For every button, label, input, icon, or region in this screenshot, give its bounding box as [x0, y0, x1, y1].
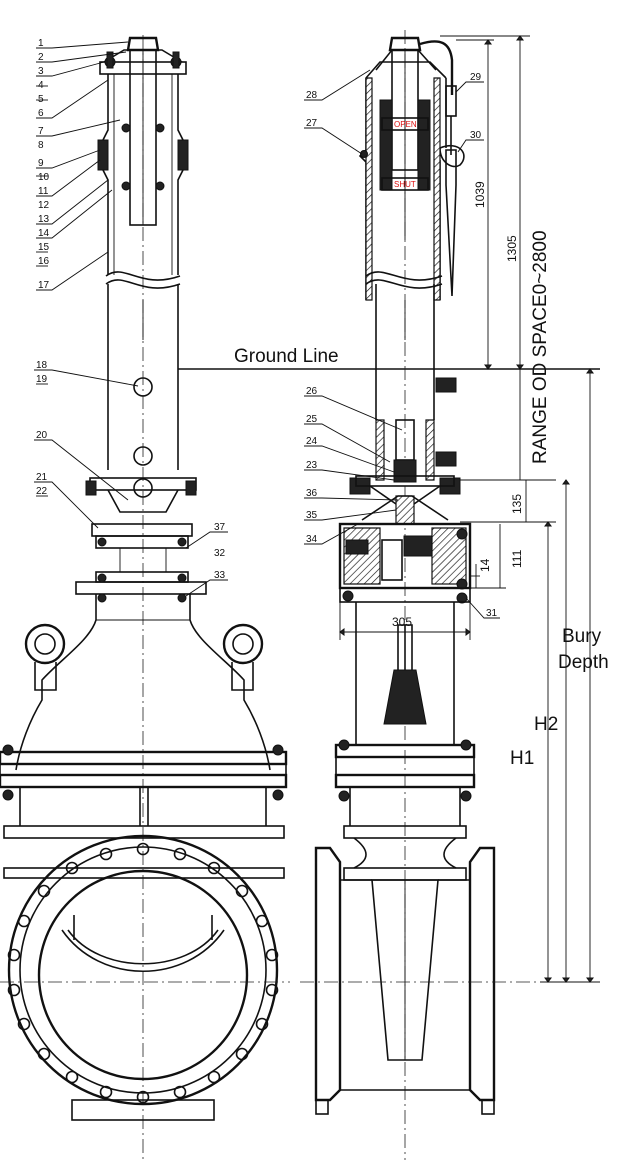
- bury-label: Bury: [562, 626, 602, 647]
- callout: 4: [38, 80, 44, 91]
- callout: 12: [38, 200, 50, 211]
- dim-14: 14: [478, 558, 492, 572]
- flange-bolt-circle: [7, 842, 279, 1104]
- callout: 26: [306, 386, 318, 397]
- callout: 20: [36, 430, 48, 441]
- shut-marker: SHUT: [394, 180, 416, 189]
- callout: 21: [36, 472, 48, 483]
- callout: 37: [214, 522, 226, 533]
- callout: 19: [36, 374, 48, 385]
- callout: 36: [306, 488, 318, 499]
- right-section-view: OPEN SHUT: [300, 30, 600, 1160]
- h1-label: H1: [510, 748, 534, 769]
- callout: 28: [306, 90, 318, 101]
- callout: 3: [38, 66, 44, 77]
- callout: 5: [38, 94, 44, 105]
- callout: 1: [38, 38, 44, 49]
- depth-label: Depth: [558, 652, 609, 673]
- left-callouts: 1 2 3 4 5 6 7 8 9 10 11 12 13 14 15 16 1…: [34, 38, 228, 597]
- dimension-text: 1305 1039 RANGE OD SPACE0~2800 135 111 1…: [392, 181, 609, 769]
- range-od-label: RANGE OD SPACE0~2800: [530, 230, 551, 464]
- h2-label: H2: [534, 714, 558, 735]
- callout: 24: [306, 436, 318, 447]
- callout: 2: [38, 52, 44, 63]
- callout: 30: [470, 130, 482, 141]
- right-callouts: 28 27 29 30 26 25 24 23 36 35 34 31: [304, 69, 500, 619]
- callout: 9: [38, 158, 44, 169]
- callout: 25: [306, 414, 318, 425]
- dim-1039: 1039: [473, 181, 487, 208]
- callout: 27: [306, 118, 318, 129]
- callout: 33: [214, 570, 226, 581]
- dim-135: 135: [510, 494, 524, 514]
- callout: 16: [38, 256, 50, 267]
- callout: 8: [38, 140, 44, 151]
- callout: 29: [470, 72, 482, 83]
- open-marker: OPEN: [394, 120, 417, 129]
- dim-111: 111: [510, 549, 524, 568]
- left-elevation-view: 1 2 3 4 5 6 7 8 9 10 11 12 13 14 15 16 1…: [0, 35, 290, 1160]
- callout: 35: [306, 510, 318, 521]
- callout: 23: [306, 460, 318, 471]
- callout: 13: [38, 214, 50, 225]
- callout: 10: [38, 172, 50, 183]
- callout: 22: [36, 486, 48, 497]
- dim-1305: 1305: [505, 235, 519, 262]
- callout: 6: [38, 108, 44, 119]
- callout: 7: [38, 126, 44, 137]
- callout: 11: [38, 186, 49, 197]
- dimension-lines: [339, 35, 600, 983]
- dim-305: 305: [392, 615, 412, 629]
- callout: 15: [38, 242, 50, 253]
- callout: 31: [486, 608, 498, 619]
- ground-line-label: Ground Line: [234, 346, 339, 367]
- callout: 14: [38, 228, 50, 239]
- callout: 32: [214, 548, 226, 559]
- callout: 17: [38, 280, 50, 291]
- callout: 18: [36, 360, 48, 371]
- callout: 34: [306, 534, 318, 545]
